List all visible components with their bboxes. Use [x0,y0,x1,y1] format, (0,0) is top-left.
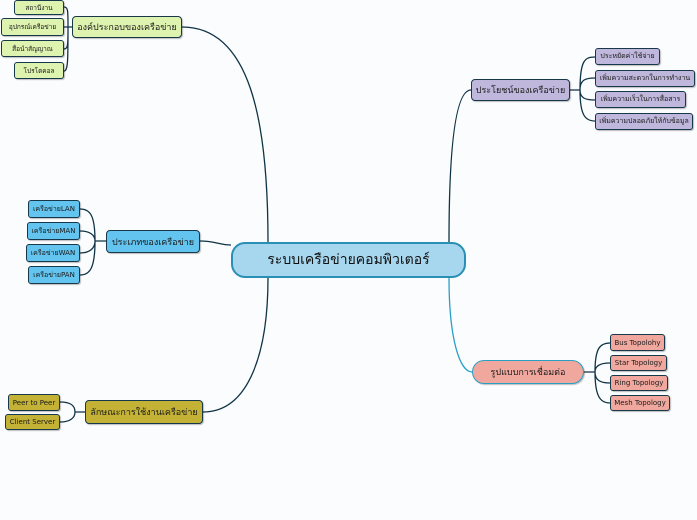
subtopic-benefit-2[interactable]: เพิ่มความสะดวกในการทำงาน [595,70,695,87]
subtopic-pan[interactable]: เครือข่ายPAN [28,266,80,284]
subtopic-benefit-3[interactable]: เพิ่มความเร็วในการสื่อสาร [595,91,686,108]
subtopic-client-server[interactable]: Client Server [5,414,60,430]
subtopic-network-device[interactable]: อุปกรณ์เครือข่าย [1,18,64,36]
subtopic-peer-to-peer[interactable]: Peer to Peer [8,394,60,411]
subtopic-bus[interactable]: Bus Topolohy [610,334,665,351]
topic-components[interactable]: องค์ประกอบของเครือข่าย [72,16,182,38]
subtopic-benefit-1[interactable]: ประหยัดค่าใช้จ่าย [595,48,660,65]
subtopic-ring[interactable]: Ring Topology [610,375,668,391]
subtopic-wan[interactable]: เครือข่ายWAN [26,244,80,262]
topic-benefits[interactable]: ประโยชน์ของเครือข่าย [471,79,570,101]
subtopic-mesh[interactable]: Mesh Topology [610,395,670,411]
subtopic-protocol[interactable]: โปรโตคอล [14,62,64,79]
subtopic-benefit-4[interactable]: เพิ่มความปลอดภัยให้กับข้อมูล [595,113,693,130]
topic-topology[interactable]: รูปแบบการเชื่อมต่อ [472,360,584,384]
subtopic-man[interactable]: เครือข่ายMAN [27,222,80,240]
topic-usage[interactable]: ลักษณะการใช้งานเครือข่าย [85,400,203,424]
topic-types[interactable]: ประเภทของเครือข่าย [106,230,200,253]
subtopic-workstation[interactable]: สถานีงาน [14,0,64,15]
subtopic-media[interactable]: สื่อนำสัญญาณ [1,40,64,57]
subtopic-star[interactable]: Star Topology [610,355,667,371]
subtopic-lan[interactable]: เครือข่ายLAN [28,200,80,218]
central-topic[interactable]: ระบบเครือข่ายคอมพิวเตอร์ [231,242,466,278]
